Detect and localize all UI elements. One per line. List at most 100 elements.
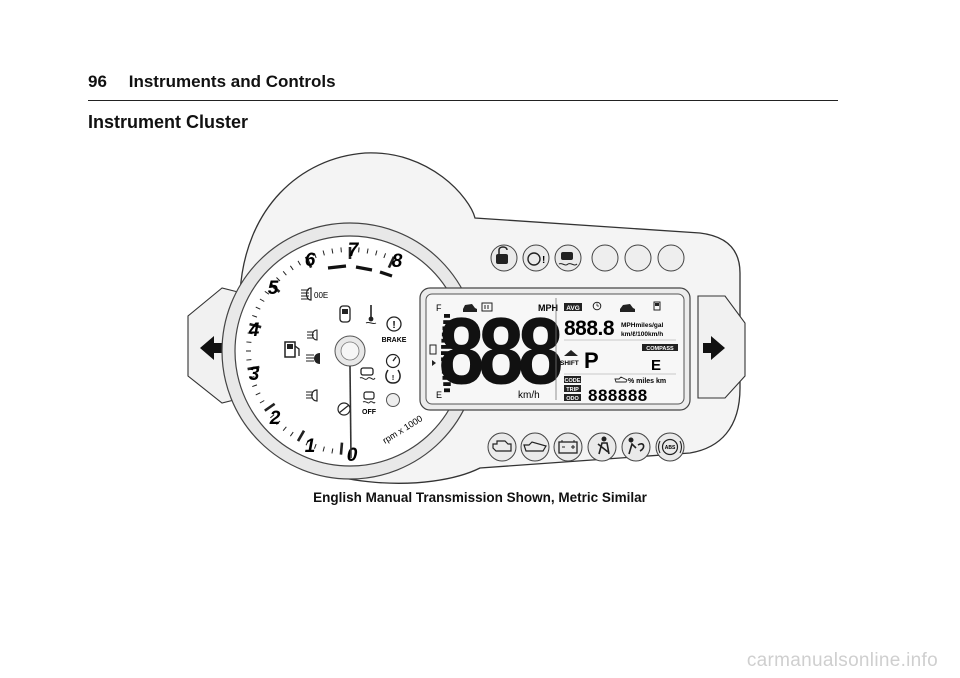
compass-heading: E: [651, 357, 661, 374]
tach-tick: [331, 448, 334, 454]
tach-tick: [270, 414, 275, 419]
tach-tick: [252, 384, 258, 388]
tach-tick: [255, 392, 261, 396]
fuel-bar-segment: [443, 320, 451, 324]
coolant-temp-icon: [365, 305, 377, 325]
tach-numeral-5: 5: [268, 278, 279, 299]
tach-tick: [276, 420, 281, 425]
tach-numeral-3: 3: [249, 364, 260, 385]
tach-numerals: 0 1 2 3 4 5 6 7 8: [248, 240, 403, 466]
page-title: Instrument Cluster: [88, 112, 249, 132]
tach-tick: [304, 256, 313, 269]
speed-unit-kmh: km/h: [518, 390, 540, 401]
tach-redline: [327, 264, 393, 278]
trip-tag: [564, 385, 581, 392]
svg-text:00E: 00E: [314, 291, 328, 300]
tach-tick: [247, 332, 253, 335]
tach-tick: [269, 283, 281, 293]
fuel-bar-segment: [444, 314, 450, 318]
brake-label: BRAKE: [382, 337, 407, 344]
trip-label: TRIP: [566, 387, 579, 393]
page-header: 96 Instruments and Controls: [88, 72, 336, 92]
oil-life-icon: [614, 376, 628, 383]
tach-numeral-8: 8: [392, 251, 403, 272]
tach-tick: [313, 443, 317, 449]
high-beam-icon: 00E: [301, 287, 328, 301]
abs-icon: ABS: [655, 432, 685, 462]
lcd-screen: [425, 293, 685, 405]
shift-arrow-icon: [564, 350, 578, 356]
fuel-bar-segment: [441, 351, 453, 355]
info-units-line-1: MPHmiles/gal: [621, 322, 663, 329]
tach-tick: [322, 446, 325, 452]
power-steering-icon: !: [522, 244, 550, 272]
tach-indicator-lamps: 00E ! BRAKE: [284, 287, 407, 416]
washer-fluid-icon: [481, 302, 493, 312]
fuel-full-label: F: [436, 303, 442, 313]
speed-unit-mph: MPH: [538, 303, 558, 313]
fuel-bar-segment: [441, 357, 453, 362]
right-turn-signal-icon: [703, 336, 725, 360]
tach-tick: [383, 253, 387, 259]
fuel-bar-segment: [444, 388, 450, 393]
info-units-line-2: km/ℓ/100km/h: [621, 331, 663, 338]
fuel-empty-label: E: [436, 390, 442, 400]
code-label: CODE: [565, 378, 581, 384]
tach-numeral-1: 1: [305, 436, 316, 457]
tach-numeral-7: 7: [348, 240, 360, 261]
fuel-bar-segment: [441, 363, 453, 368]
tach-tick: [296, 430, 306, 442]
tach-tick: [264, 290, 270, 295]
tach-numeral-0: 0: [347, 445, 358, 466]
tire-pressure-icon: !: [385, 369, 401, 384]
compass-tag: [642, 344, 678, 351]
airbag-icon: [621, 432, 651, 462]
tach-tick: [259, 298, 265, 302]
tach-numeral-6: 6: [305, 250, 316, 271]
fuel-pump-icon: [284, 341, 300, 358]
tach-tick: [259, 400, 265, 404]
svg-text:!: !: [542, 255, 545, 266]
tach-tick: [313, 253, 317, 259]
svg-text:!: !: [392, 320, 395, 331]
fuel-bar-segment: [442, 376, 452, 380]
page-number: 96: [88, 72, 107, 91]
tach-tick: [322, 250, 325, 256]
esc-off-label: OFF: [362, 409, 377, 416]
tach-tick: [276, 277, 281, 282]
fuel-bar-segment: [443, 382, 451, 386]
blank-lamp: [657, 244, 685, 272]
tach-tick: [255, 306, 261, 310]
tach-tick: [289, 431, 294, 437]
fuel-gauge-pump-icon: [429, 344, 437, 366]
security-icon: [490, 244, 518, 272]
tach-tick: [375, 250, 378, 256]
speed-digits: 888: [439, 298, 562, 404]
tach-tick: [339, 442, 344, 455]
fuel-bar-segment: [441, 345, 453, 349]
section-name: Instruments and Controls: [128, 72, 336, 91]
brake-warning-icon: ! BRAKE: [382, 316, 407, 344]
odo-tag: [564, 394, 581, 401]
bottom-indicator-row: ABS: [487, 432, 685, 462]
tach-tick: [297, 260, 301, 266]
fuel-bar-segment: [441, 369, 453, 374]
battery-icon: [553, 432, 583, 462]
odometer-digits: 888888: [588, 386, 648, 405]
blank-lamp: [624, 244, 652, 272]
seatbelt-icon: [587, 432, 617, 462]
gear-indicator: P: [584, 348, 599, 373]
tach-numeral-4: 4: [248, 320, 260, 341]
figure-caption: English Manual Transmission Shown, Metri…: [313, 490, 647, 505]
clock-icon: [592, 301, 602, 311]
check-engine-icon: [487, 432, 517, 462]
top-indicator-row: !: [490, 244, 685, 272]
tach-needle: [349, 365, 352, 459]
door-ajar-icon: [339, 305, 351, 323]
tach-tick: [282, 271, 287, 276]
tach-ticks: [246, 247, 396, 455]
range-car-icon: [620, 304, 635, 312]
parking-lamps-icon: [307, 329, 318, 341]
tach-tick: [331, 248, 334, 254]
fuel-economy-icon: [653, 301, 661, 311]
